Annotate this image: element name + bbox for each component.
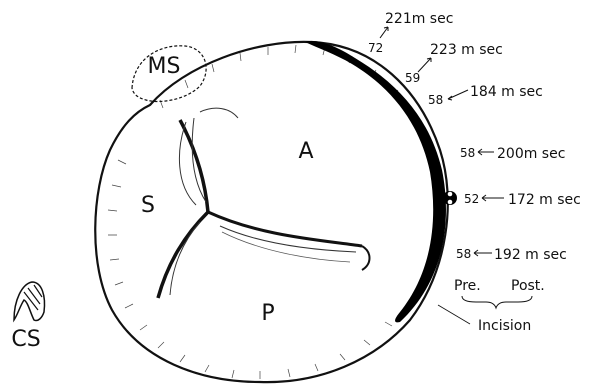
- measurement-3-value: 184 m sec: [470, 84, 543, 100]
- label-posterior: P: [261, 301, 274, 326]
- commissure-lines: [158, 108, 370, 298]
- measurement-5-value: 172 m sec: [508, 192, 581, 208]
- measurement-5: 52 172 m sec: [464, 192, 581, 208]
- measurement-2: 223 m sec 59: [405, 42, 503, 85]
- coronary-sinus-shape: [14, 282, 45, 321]
- label-ms: MS: [148, 54, 181, 79]
- label-anterior: A: [298, 139, 313, 164]
- measurement-6-value: 192 m sec: [494, 247, 567, 263]
- measurement-1-value: 221m sec: [385, 11, 453, 27]
- measurement-2-value: 223 m sec: [430, 42, 503, 58]
- legend-brace: [462, 296, 532, 308]
- legend-post: Post.: [511, 278, 545, 294]
- measurement-1-index: 72: [368, 41, 383, 55]
- measurement-2-index: 59: [405, 71, 420, 85]
- measurement-5-index: 52: [464, 192, 479, 206]
- measurement-4-index: 58: [460, 146, 475, 160]
- measurement-6-index: 58: [456, 247, 471, 261]
- legend-pre: Pre.: [454, 278, 481, 294]
- measurement-4-value: 200m sec: [497, 146, 565, 162]
- legend-leader: [438, 305, 470, 324]
- annulus-hatching: [108, 45, 428, 379]
- measurement-3: 58 184 m sec: [428, 84, 543, 107]
- measurement-3-index: 58: [428, 93, 443, 107]
- measurement-4: 58 200m sec: [460, 146, 565, 162]
- measurement-6: 58 192 m sec: [456, 247, 567, 263]
- electrode-marker: [443, 191, 457, 205]
- label-septal: S: [141, 193, 155, 218]
- incision-band[interactable]: [305, 41, 446, 323]
- label-coronary-sinus: CS: [11, 327, 40, 352]
- legend-incision-label: Incision: [478, 318, 531, 334]
- incision-legend: Pre. Post. Incision: [438, 278, 545, 334]
